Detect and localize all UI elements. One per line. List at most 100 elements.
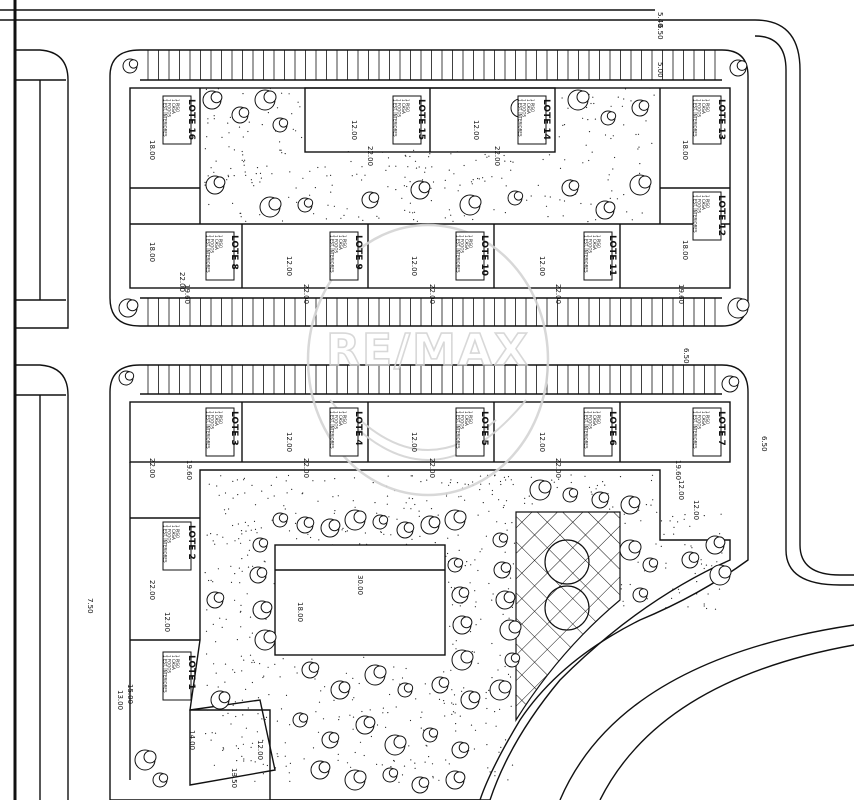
garden-speckle (256, 731, 258, 733)
lot-name: LOTE 10 (479, 235, 489, 276)
garden-speckle (215, 641, 217, 643)
garden-speckle (238, 538, 240, 540)
tree-canopy (363, 716, 376, 729)
garden-speckle (421, 711, 423, 713)
garden-speckle (243, 479, 245, 481)
garden-speckle (447, 552, 449, 555)
lot-detail: 1 FOGOS (588, 411, 593, 430)
garden-speckle (677, 521, 679, 523)
garden-speckle (504, 551, 506, 553)
playground-circle-top (544, 539, 590, 585)
tree-canopy (438, 677, 450, 688)
garden-speckle (283, 505, 285, 507)
garden-speckle (294, 522, 297, 525)
dimension-lot1-bottom2: 13.50 (230, 768, 238, 788)
garden-speckle (425, 167, 427, 169)
garden-speckle (266, 165, 268, 167)
garden-speckle (488, 155, 490, 157)
garden-speckle (474, 729, 477, 731)
garden-speckle (403, 765, 406, 767)
lot-detail: 1 EST. INTERIORES (583, 235, 588, 273)
garden-speckle (208, 483, 210, 485)
garden-speckle (224, 681, 226, 683)
garden-speckle (512, 483, 514, 486)
garden-speckle (665, 607, 667, 609)
lot-detail: 1 EST. INTERIORES (692, 99, 697, 137)
garden-speckle (507, 588, 510, 590)
dimension-lot11-depth-b: 22.00 (554, 284, 562, 304)
garden-speckle (488, 582, 490, 585)
garden-speckle (233, 149, 235, 151)
garden-speckle (563, 124, 566, 126)
lot-detail: 1 EST. INTERIORES (329, 411, 334, 449)
garden-speckle (324, 480, 326, 482)
lot-detail: 1 CASA (464, 235, 469, 250)
garden-speckle (240, 604, 242, 607)
garden-speckle (239, 582, 241, 584)
garden-speckle (691, 547, 693, 549)
garden-speckle (346, 530, 348, 532)
lot-detail: 1 PISO (405, 99, 410, 112)
garden-speckle (570, 474, 572, 476)
garden-speckle (208, 579, 210, 582)
garden-speckle (393, 666, 395, 668)
garden-speckle (673, 526, 675, 529)
garden-speckle (511, 606, 513, 609)
tree-canopy (298, 713, 309, 723)
tree-canopy (460, 616, 473, 629)
garden-speckle (700, 563, 703, 565)
garden-speckle (450, 153, 452, 155)
garden-speckle (230, 565, 232, 567)
garden-speckle (413, 149, 415, 151)
garden-speckle (241, 558, 243, 560)
lot-detail: 1 PISO (218, 411, 223, 424)
garden-speckle (313, 213, 315, 215)
garden-speckle (672, 588, 674, 590)
garden-speckle (401, 677, 404, 679)
lot-name: LOTE 5 (479, 411, 489, 446)
garden-speckle (324, 166, 326, 168)
garden-speckle (276, 107, 279, 109)
garden-speckle (212, 581, 214, 583)
garden-speckle (218, 494, 220, 496)
garden-speckle (381, 764, 383, 766)
garden-speckle (503, 154, 505, 157)
garden-speckle (620, 588, 622, 590)
lot-name: LOTE 7 (716, 411, 726, 446)
tree-canopy (278, 118, 289, 128)
garden-speckle (469, 582, 471, 584)
garden-speckle (352, 716, 355, 718)
tree-canopy (128, 59, 139, 69)
garden-speckle (240, 216, 242, 218)
garden-speckle (406, 185, 408, 188)
garden-speckle (225, 513, 227, 515)
garden-speckle (249, 636, 251, 638)
lot-label-frame (162, 651, 192, 701)
lot-label-frame (583, 231, 613, 281)
lot-detail: 1 EST. INTERIORES (455, 235, 460, 273)
garden-speckle (430, 508, 433, 510)
garden-speckle (531, 503, 533, 505)
garden-speckle (448, 763, 450, 765)
garden-speckle (411, 475, 413, 477)
dimension-lot5-width: 12.00 (410, 432, 418, 452)
garden-speckle (610, 137, 612, 140)
garden-speckle (684, 544, 686, 546)
garden-speckle (296, 538, 298, 540)
garden-speckle (455, 640, 457, 642)
garden-speckle (211, 732, 213, 734)
garden-speckle (289, 171, 291, 173)
lot-detail: 1 EST. INTERIORES (517, 99, 522, 137)
garden-speckle (487, 767, 489, 769)
lot-detail: 1 FOGOS (588, 235, 593, 254)
garden-speckle (437, 514, 439, 516)
garden-speckle (256, 532, 258, 534)
garden-speckle (455, 648, 457, 650)
lot-detail: 1 PISO (342, 411, 347, 424)
garden-speckle (215, 672, 217, 674)
garden-speckle (703, 515, 705, 517)
garden-speckle (469, 631, 472, 633)
garden-speckle (260, 177, 262, 179)
